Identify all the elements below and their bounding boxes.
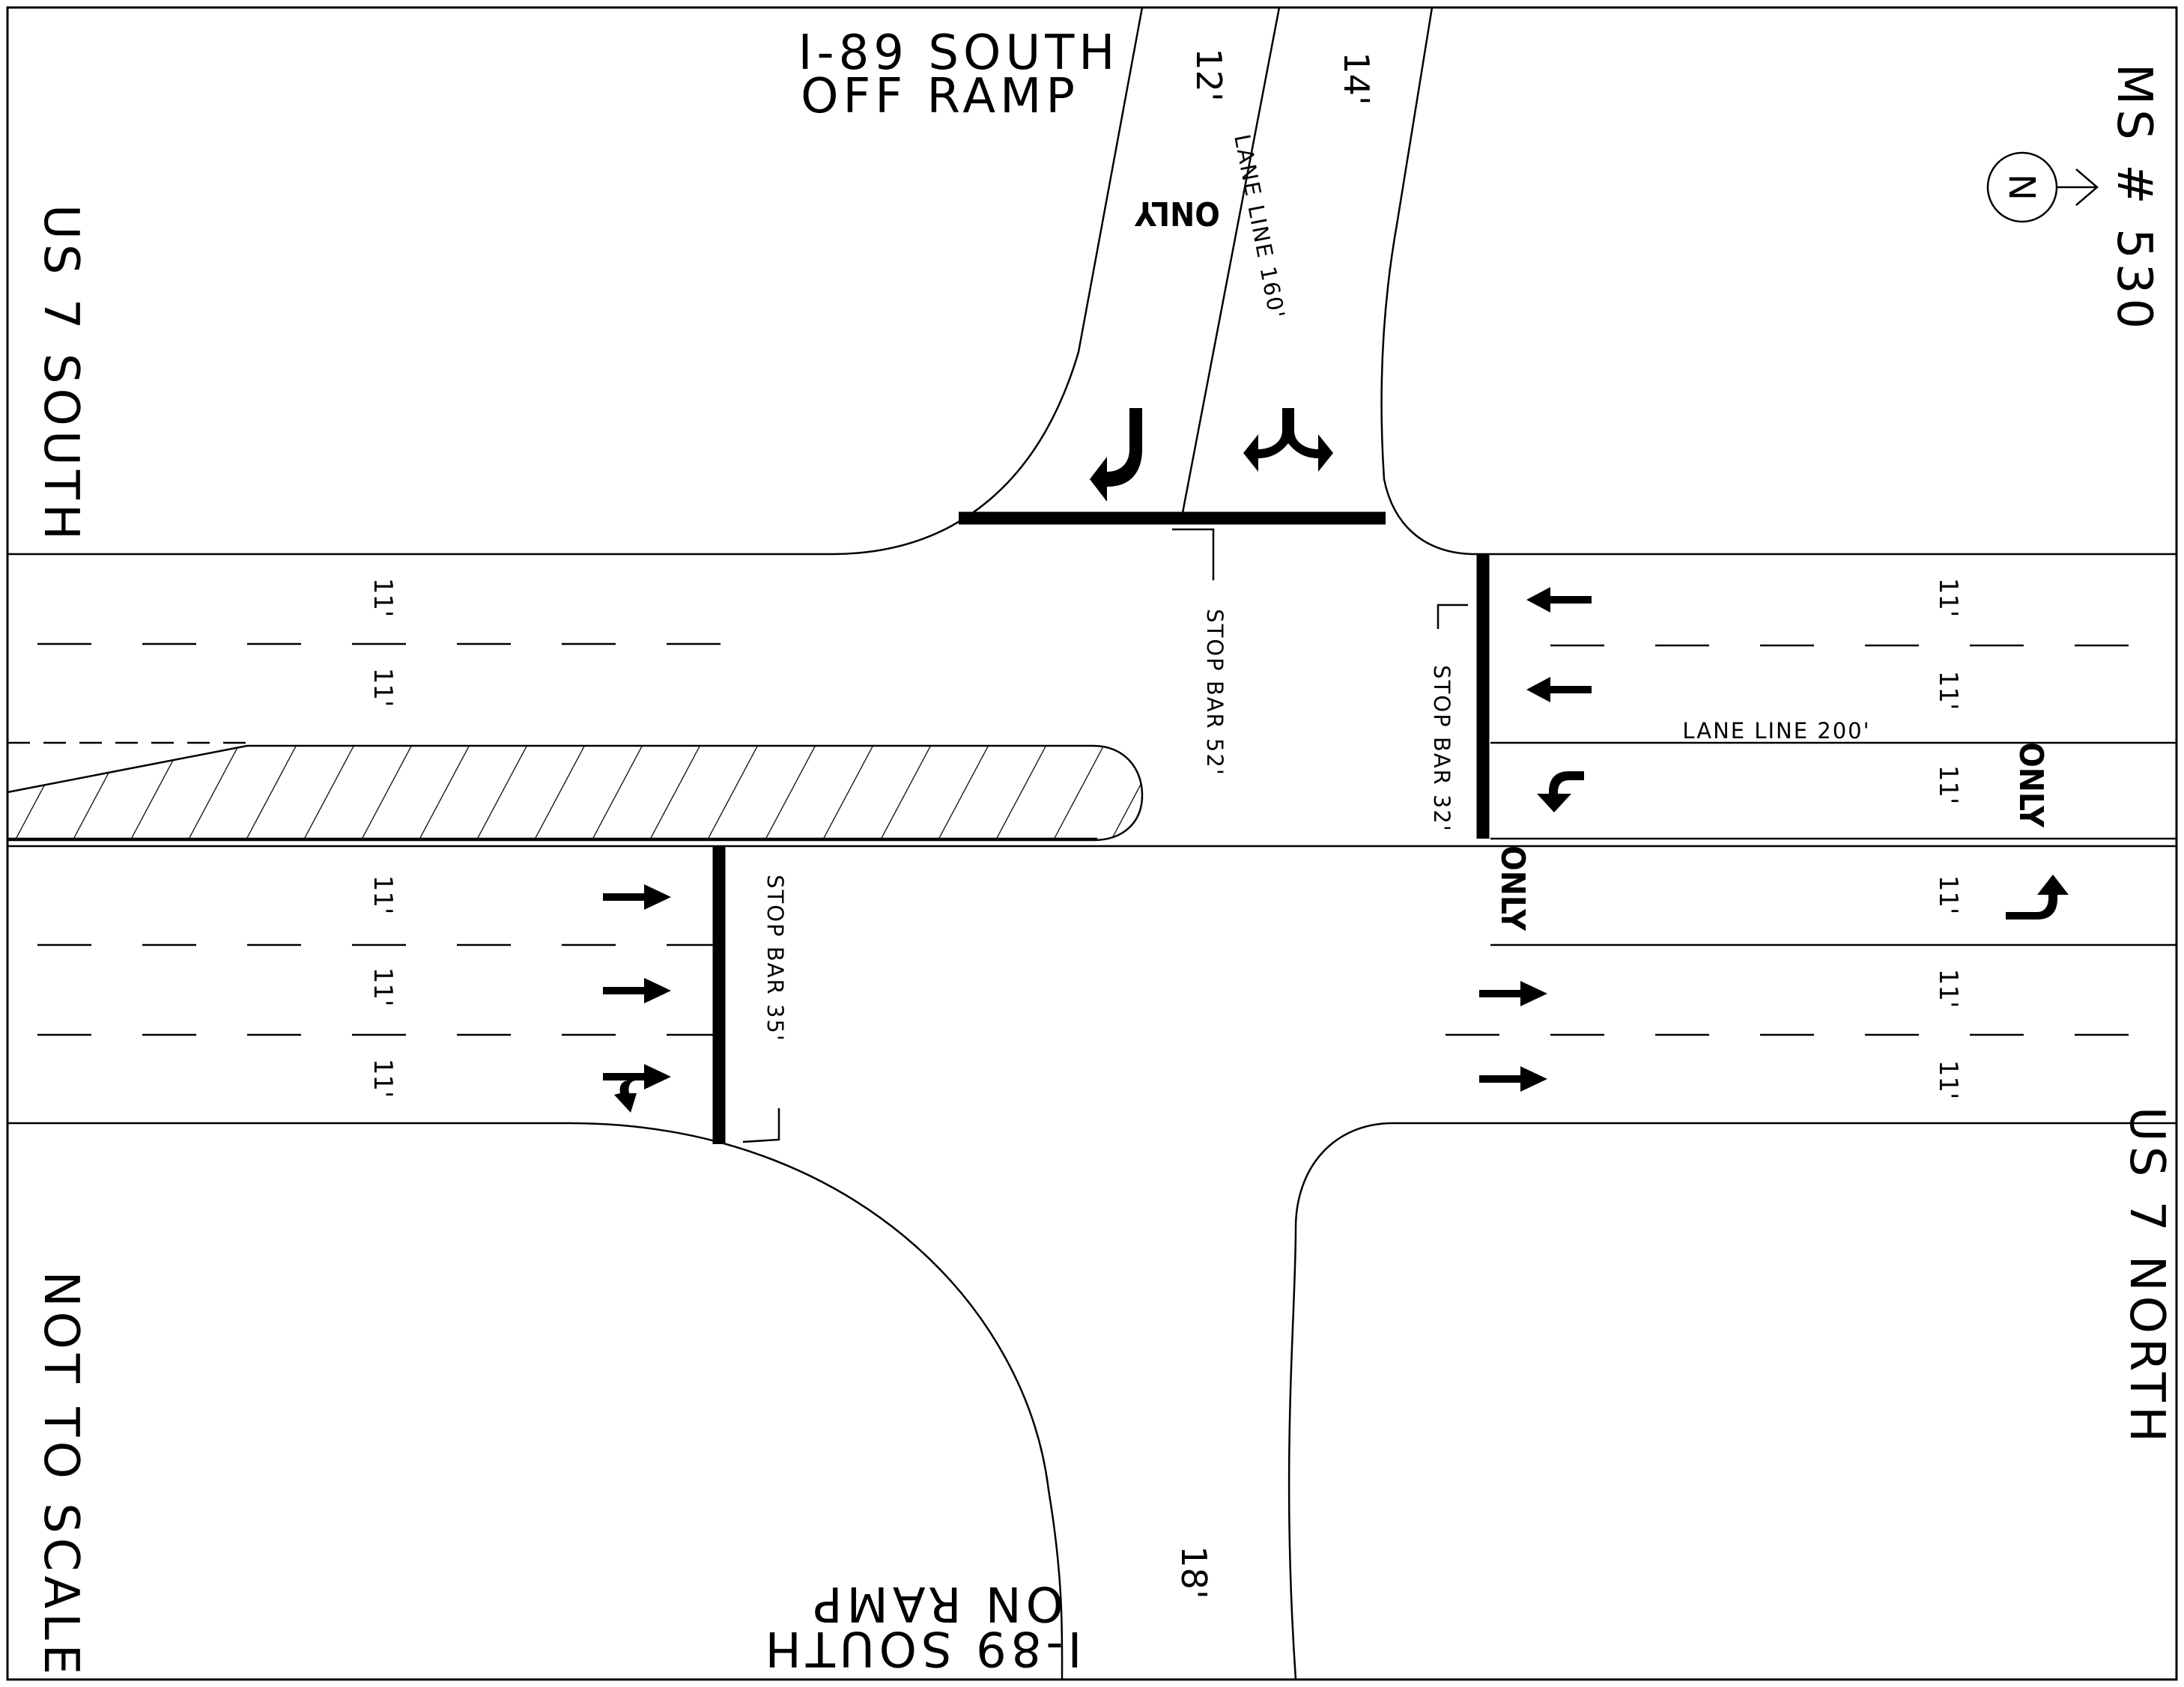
ramp-left-turn-arrow [1090,408,1142,502]
east-only-marking-1: ONLY [2012,742,2050,828]
west-through-right-arrow [603,1064,671,1113]
lane-width-e5: 11' [1933,969,1963,1009]
east-through-arrow-2 [1526,677,1592,702]
lane-width-w3: 11' [368,875,398,915]
se-curb-return [1287,1122,2177,1680]
us7-south-label: US 7 SOUTH [33,204,88,544]
lane-width-labels: 11' 11' 11' 11' 11' 11' 11' 11' 11' 11' … [368,578,1963,1100]
east-eastbound-arrow-1 [1479,981,1547,1006]
north-arrow-icon: N [1986,151,2099,223]
lane-width-w4: 11' [368,967,398,1007]
ramp-right-edge [1380,7,2177,556]
ramp-left-edge [7,7,1144,556]
off-ramp-label-1: I-89 SOUTH [798,25,1120,81]
east-ramp-right-turn-arrow [2006,875,2069,920]
stop-bar-east-label: STOP BAR 32' [1429,665,1455,833]
us7-north-label: US 7 NORTH [2119,1107,2174,1447]
lane-width-e1: 11' [1933,578,1963,618]
on-ramp-label-2: ON RAMP [809,1575,1064,1631]
lane-width-e3: 11' [1933,765,1963,805]
north-letter: N [2003,174,2045,201]
median-island [6,744,1144,842]
sw-curb-return [7,1122,1064,1680]
west-through-arrow-1 [603,884,671,910]
ramp-lane-line [1180,7,1281,517]
not-to-scale-label: NOT TO SCALE [33,1271,88,1680]
ms-number-label: MS # 530 [2106,64,2162,333]
east-lane-line-label: LANE LINE 200' [1682,718,1870,744]
lane-width-w5: 11' [368,1059,398,1098]
east-through-arrow-1 [1526,587,1592,613]
east-left-turn-arrow [1537,771,1584,812]
stop-bar-west-leader [742,1108,780,1143]
stop-bar-west-label: STOP BAR 35' [762,875,788,1042]
lane-width-w2: 11' [368,668,398,708]
ramp-only-marking: ONLY [1134,194,1220,232]
west-through-arrow-2 [603,978,671,1003]
stop-bar-east-leader [1437,604,1468,629]
stop-bar-north-leader [1172,528,1215,580]
lane-width-e6: 11' [1933,1060,1963,1100]
stop-bar-north-label: STOP BAR 52' [1202,609,1228,776]
east-only-marking-2: ONLY [1493,845,1532,931]
off-ramp-label-2: OFF RAMP [801,69,1079,124]
ramp-lane-line-label: LANE LINE 160' [1229,133,1290,322]
ramp-left-width: 12' [1189,48,1229,101]
east-eastbound-arrow-2 [1479,1066,1547,1092]
sheet-border [6,6,2178,1681]
ramp-left-right-arrow [1243,408,1333,472]
lane-width-e2: 11' [1933,671,1963,711]
on-ramp-width: 18' [1174,1545,1214,1599]
ramp-right-width: 14' [1336,52,1377,105]
lane-width-e4: 11' [1933,875,1963,915]
on-ramp-label-1: I-89 SOUTH [761,1620,1082,1676]
lane-width-w1: 11' [368,578,398,618]
